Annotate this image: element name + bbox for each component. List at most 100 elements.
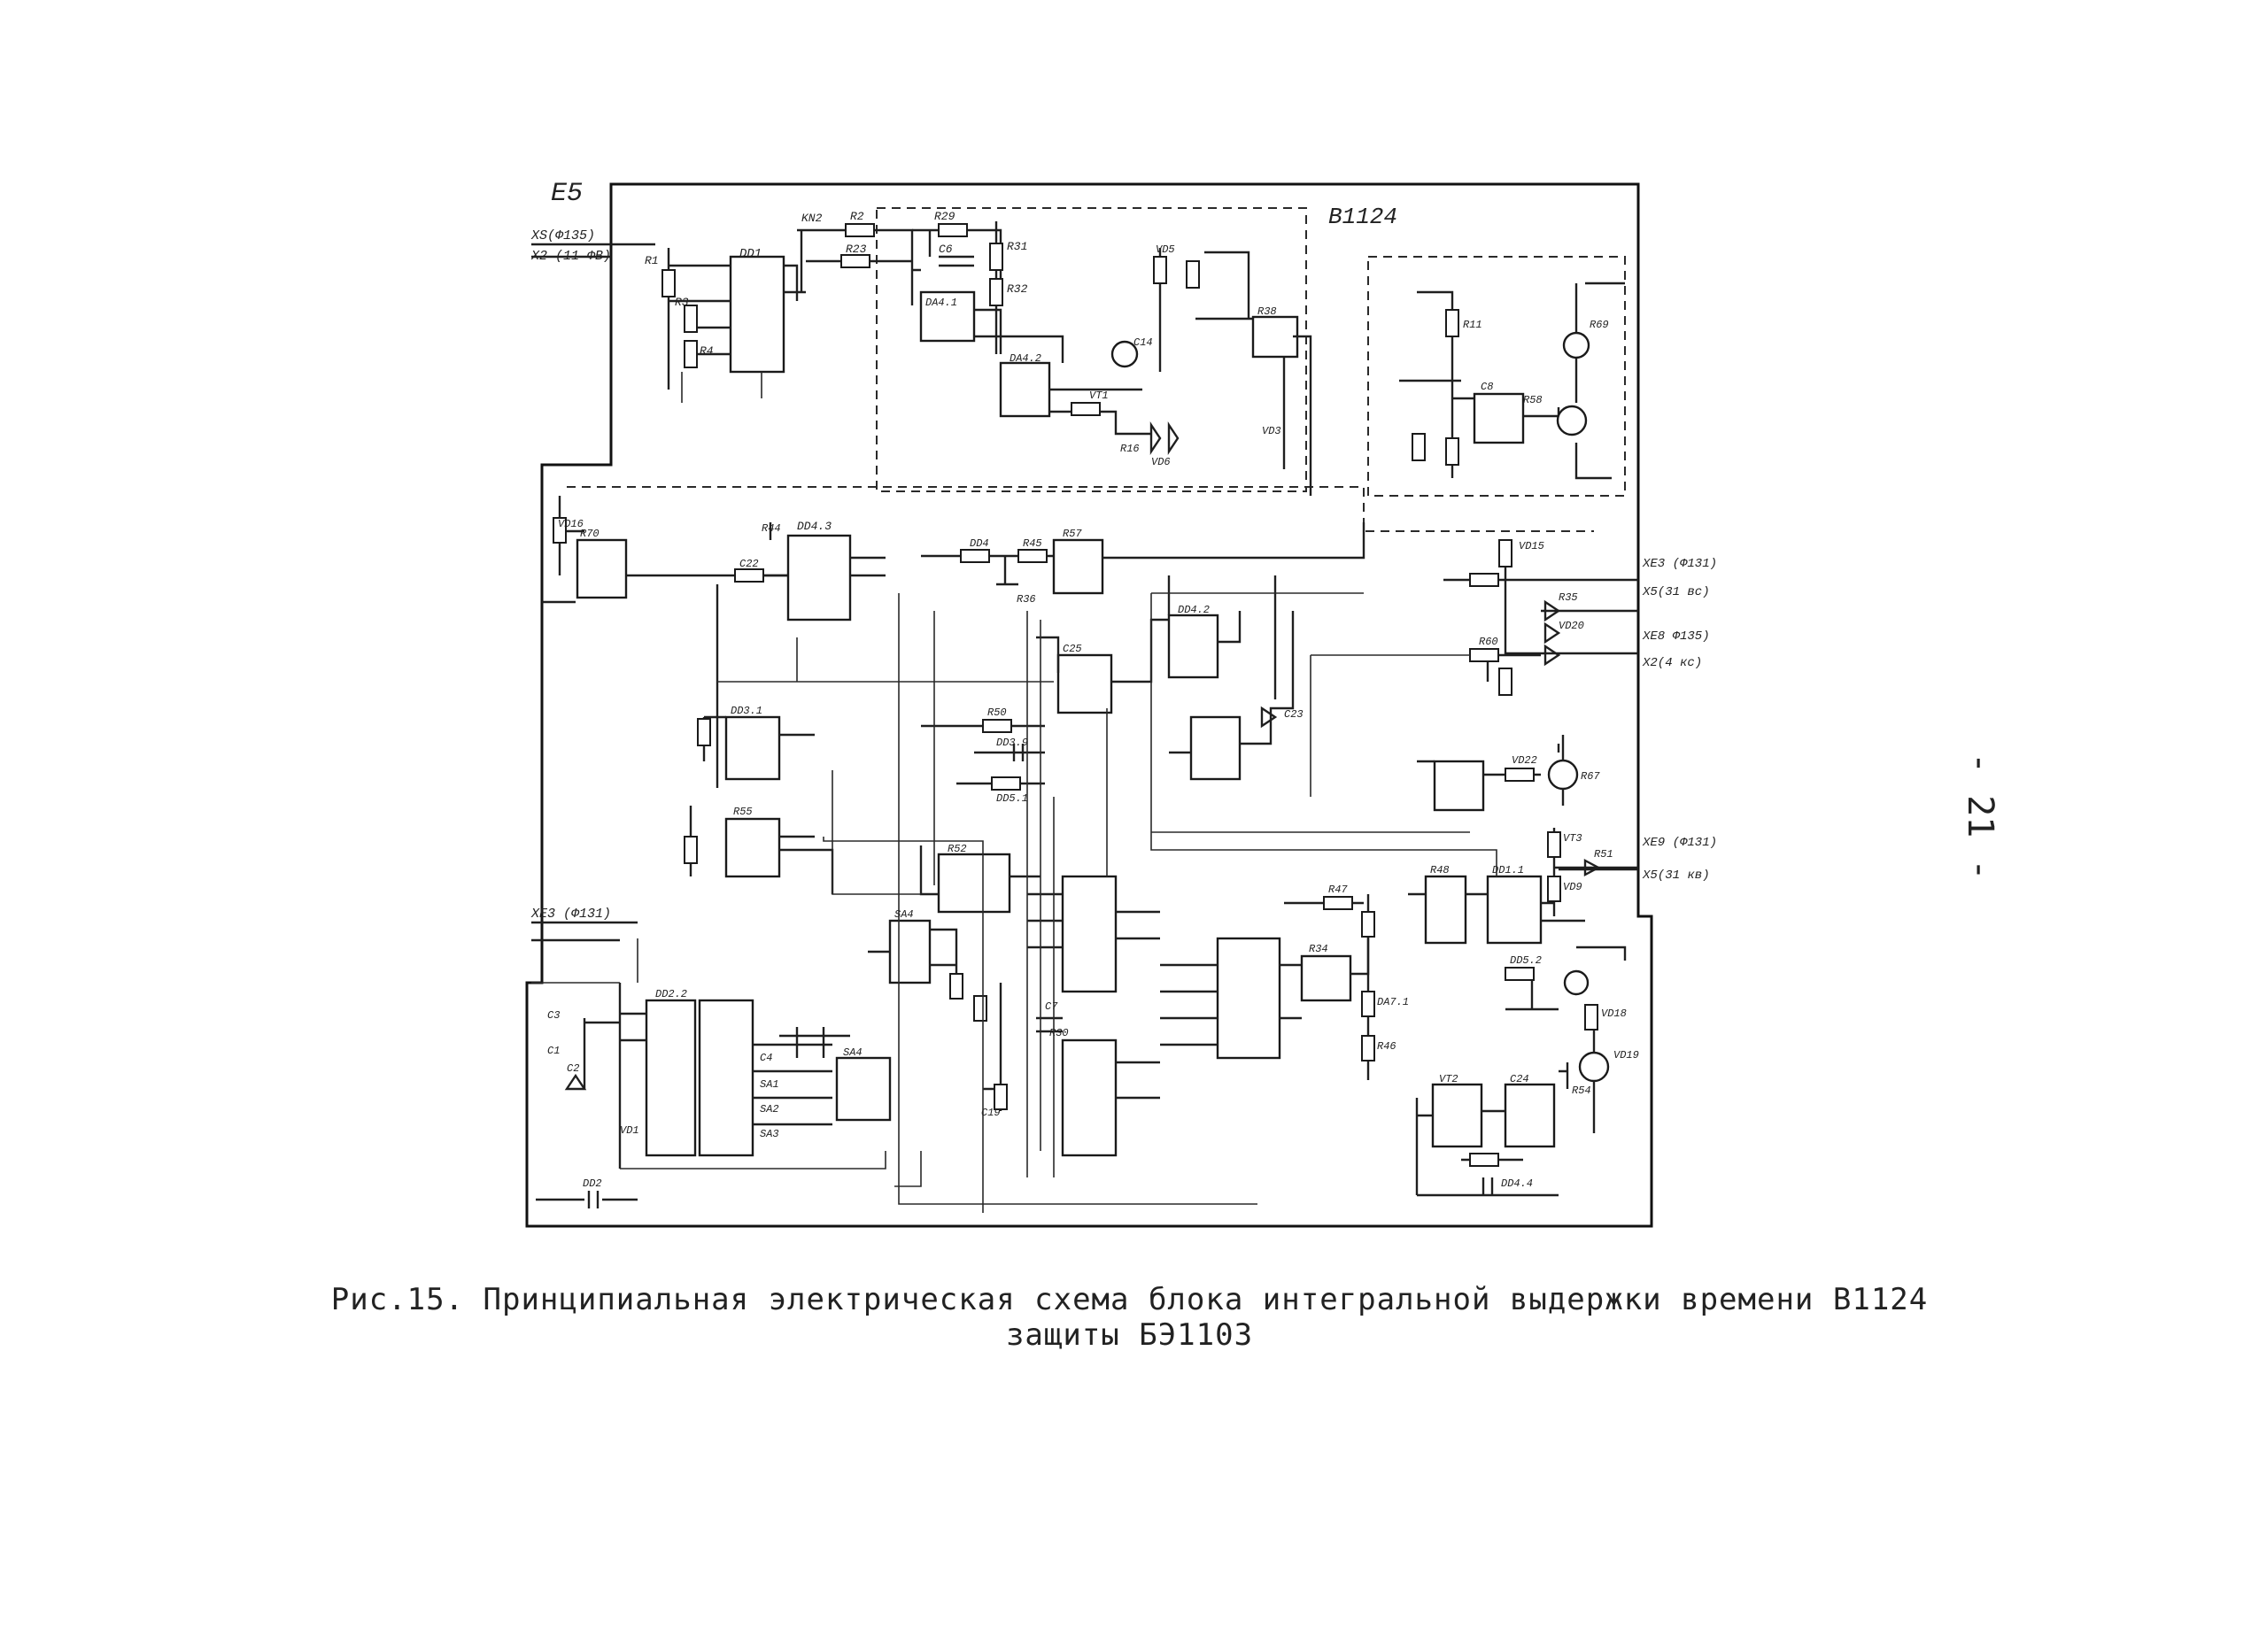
svg-text:DD1: DD1 (739, 247, 762, 261)
vd9-section: VT3 R51 VD9 (1547, 828, 1638, 916)
svg-text:R57: R57 (1063, 528, 1082, 540)
output-diodes-section: VD15 R35 VD20 R60 (1443, 539, 1584, 696)
counter-chips-section: C7 R30 C19 (973, 875, 1160, 1157)
svg-text:VT3: VT3 (1563, 832, 1582, 845)
svg-text:R4: R4 (700, 344, 714, 358)
dd3-9-section: DD3.1 (697, 705, 815, 781)
dd3-4-section: R55 (684, 806, 834, 894)
svg-text:SA1: SA1 (760, 1078, 779, 1091)
svg-text:XE8 Ф135): XE8 Ф135) (1642, 629, 1710, 644)
svg-text:KN2: KN2 (801, 212, 823, 225)
svg-text:VD20: VD20 (1559, 620, 1584, 632)
dd4-3-section: VD16 R70 (542, 496, 797, 604)
svg-text:DD4.3: DD4.3 (797, 520, 832, 533)
da4-2-section: DA4.2 C14 VT1 R16 VD6 (974, 335, 1180, 468)
svg-text:R51: R51 (1594, 848, 1613, 861)
svg-text:R36: R36 (1017, 593, 1036, 606)
svg-text:C3: C3 (547, 1009, 560, 1022)
svg-text:DD1.1: DD1.1 (1492, 864, 1524, 876)
svg-text:C19: C19 (981, 1107, 1001, 1119)
svg-text:R1: R1 (645, 254, 659, 267)
svg-text:R29: R29 (934, 210, 955, 223)
large-ic-section: R34 R47 (1160, 884, 1370, 1060)
svg-text:C25: C25 (1063, 643, 1082, 655)
page-number: - 21 - (1960, 753, 2000, 881)
svg-text:R69: R69 (1590, 319, 1609, 331)
schematic-frame (525, 182, 1653, 1228)
svg-text:R3: R3 (675, 296, 689, 309)
svg-text:R31: R31 (1007, 240, 1027, 253)
svg-text:DD5.1: DD5.1 (996, 792, 1028, 805)
figure-caption-line2: защиты БЭ1103 (1005, 1317, 1254, 1353)
svg-text:R35: R35 (1559, 591, 1578, 604)
svg-text:XS(Ф135): XS(Ф135) (530, 228, 595, 243)
svg-text:C22: C22 (739, 558, 759, 570)
svg-text:X2(4 кс): X2(4 кс) (1642, 656, 1702, 670)
dd4-section: DD4.3 R44 C22 (716, 520, 886, 788)
svg-text:DD4.2: DD4.2 (1178, 604, 1210, 616)
svg-text:VD22: VD22 (1512, 754, 1537, 767)
svg-text:C2: C2 (567, 1062, 579, 1075)
svg-text:X5(31 вс): X5(31 вс) (1642, 585, 1710, 599)
svg-text:R30: R30 (1049, 1027, 1069, 1039)
svg-text:R70: R70 (580, 528, 600, 540)
r46-r47-section: DA7.1 R46 (1361, 894, 1409, 1080)
svg-text:XE9 (Ф131): XE9 (Ф131) (1642, 836, 1717, 850)
svg-text:VD19: VD19 (1613, 1049, 1639, 1061)
svg-text:DA7.1: DA7.1 (1377, 996, 1409, 1008)
svg-text:X5(31 кв): X5(31 кв) (1642, 868, 1710, 883)
svg-text:VD15: VD15 (1519, 540, 1544, 552)
interconnect-wires (531, 592, 1497, 1213)
svg-text:DD3.9: DD3.9 (996, 737, 1028, 749)
dd2-2-section: R52 (919, 843, 1041, 914)
svg-text:R2: R2 (850, 210, 864, 223)
vt2-section: R48 DD1.1 DD5.2 VD18 VD19 R54 (1408, 864, 1639, 1133)
svg-text:R47: R47 (1328, 884, 1348, 896)
svg-text:VT2: VT2 (1439, 1073, 1458, 1085)
svg-text:SA4: SA4 (894, 908, 914, 921)
svg-text:R58: R58 (1523, 394, 1543, 406)
svg-text:VT1: VT1 (1089, 390, 1109, 402)
svg-text:SA4: SA4 (843, 1046, 863, 1059)
figure-caption-line1: Рис.15. Принципиальная электрическая схе… (330, 1282, 1929, 1317)
vd15-section: C23 (1169, 611, 1304, 781)
svg-text:DD4: DD4 (970, 537, 989, 550)
svg-text:R23: R23 (846, 243, 867, 256)
svg-text:R60: R60 (1479, 636, 1498, 648)
dd1-1-section: SA4 (868, 908, 963, 1000)
unit-label: В1124 (1328, 204, 1397, 230)
svg-text:X2 (11 ФВ): X2 (11 ФВ) (530, 249, 611, 264)
svg-text:VD16: VD16 (558, 518, 584, 530)
vt3-section: VD22 R67 (1417, 735, 1600, 812)
svg-text:SA3: SA3 (760, 1128, 779, 1140)
svg-text:R34: R34 (1309, 943, 1328, 955)
input-connector-bottom: XE3 (Ф131) (530, 907, 638, 942)
dd4-4-section: VT2 C24 DD4.4 (1415, 1073, 1559, 1197)
svg-text:C24: C24 (1510, 1073, 1529, 1085)
svg-text:C8: C8 (1481, 381, 1493, 393)
svg-text:R67: R67 (1581, 770, 1600, 783)
input-connector-top: XS(Ф135) X2 (11 ФВ) (530, 228, 655, 264)
block-label: Е5 (551, 179, 583, 209)
svg-text:DD2: DD2 (583, 1177, 602, 1190)
dd1-section: DD1 R1 R3 R4 (645, 247, 806, 403)
svg-text:C1: C1 (547, 1045, 560, 1057)
svg-text:R16: R16 (1120, 443, 1140, 455)
svg-text:VD18: VD18 (1601, 1007, 1627, 1020)
svg-text:R50: R50 (987, 706, 1007, 719)
svg-text:R32: R32 (1007, 282, 1028, 296)
svg-text:DD2.2: DD2.2 (655, 988, 687, 1000)
r50-c23-section: R50 DD3.9 DD5.1 (921, 706, 1045, 805)
subboard-boundary-right (1367, 256, 1626, 497)
svg-text:R54: R54 (1572, 1085, 1591, 1097)
dd4-2-section: DD4 R45 R36 R57 (921, 522, 1365, 606)
svg-text:R11: R11 (1463, 319, 1482, 331)
da5-section: VD5 R38 VD3 (1153, 243, 1312, 496)
subboard-boundary-top (876, 207, 1307, 492)
svg-text:VD9: VD9 (1563, 881, 1582, 893)
r31-r32-section: R31 R32 (989, 221, 1028, 354)
svg-text:C23: C23 (1284, 708, 1304, 721)
kn2-section: KN2 R2 R23 (797, 210, 914, 305)
svg-text:C7: C7 (1045, 1000, 1058, 1013)
